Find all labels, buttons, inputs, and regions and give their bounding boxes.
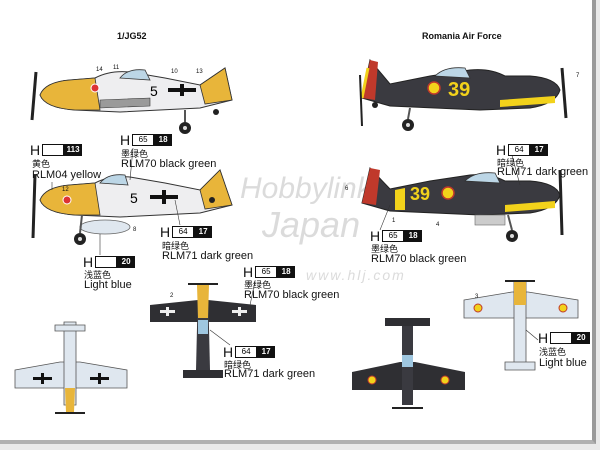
paint-name-en: RLM71 dark green — [497, 166, 589, 178]
paint-name-cn: 暗绿色 — [224, 360, 252, 370]
paint-name-cn: 墨绿色 — [371, 244, 399, 254]
decal-number: 11 — [113, 65, 120, 71]
decal-number: 4 — [436, 222, 440, 228]
paint-name-en: RLM70 black green — [371, 253, 467, 265]
aircraft-romania-under-view — [463, 280, 579, 371]
aircraft-number: 39 — [448, 79, 470, 101]
paint-name-en: RLM71 dark green — [162, 250, 254, 262]
aircraft-jg52-side-top: 5 — [30, 67, 233, 134]
aircraft-romania-side-top: 39 — [359, 58, 568, 131]
paint-name-en: RLM70 black green — [244, 289, 340, 301]
aircraft-number: 5 — [150, 83, 158, 99]
aircraft-romania-top-view — [352, 318, 465, 409]
watermark-japan: Japan — [262, 204, 361, 245]
title-jg52: 1/JG52 — [117, 31, 147, 41]
decal-number: 6 — [345, 186, 349, 192]
aircraft-jg52-top-view — [150, 283, 256, 378]
decal-number: 10 — [171, 69, 178, 75]
title-romania: Romania Air Force — [422, 31, 502, 41]
paint-name-en: RLM71 dark green — [224, 368, 316, 380]
aircraft-number: 39 — [410, 184, 430, 204]
paint-name-cn: 浅蓝色 — [84, 270, 112, 280]
paint-name-cn: 墨绿色 — [121, 149, 149, 159]
decal-number: 14 — [96, 67, 103, 73]
decal-number: 3 — [475, 294, 479, 300]
paint-name-en: RLM04 yellow — [32, 169, 102, 181]
paint-name-en: Light blue — [84, 279, 132, 291]
aircraft-number: 5 — [130, 190, 138, 206]
watermark-url: www.hlj.com — [306, 267, 406, 283]
aircraft-jg52-side-mid: 5 — [31, 169, 233, 245]
paint-name-cn: 墨绿色 — [244, 280, 272, 290]
watermark-brand: Hobbylink — [240, 172, 372, 205]
paint-name-cn: 暗绿色 — [497, 158, 525, 168]
decal-number: 12 — [62, 187, 69, 193]
decal-number: 13 — [196, 69, 203, 75]
decal-number: 2 — [170, 293, 174, 299]
paint-name-cn: 暗绿色 — [162, 241, 190, 251]
aircraft-romania-side-mid: 39 — [361, 166, 564, 242]
paint-name-en: RLM70 black green — [121, 158, 217, 170]
paint-name-en: Light blue — [539, 357, 587, 369]
paint-name-cn: 浅蓝色 — [539, 347, 567, 357]
aircraft-jg52-under-view — [14, 321, 128, 414]
decal-number: 7 — [576, 73, 580, 79]
aircraft-drawings: 5 39 5 — [14, 58, 579, 414]
paint-name-cn: 黄色 — [32, 159, 51, 169]
decal-number: 1 — [392, 218, 396, 224]
decal-number: 8 — [133, 227, 137, 233]
